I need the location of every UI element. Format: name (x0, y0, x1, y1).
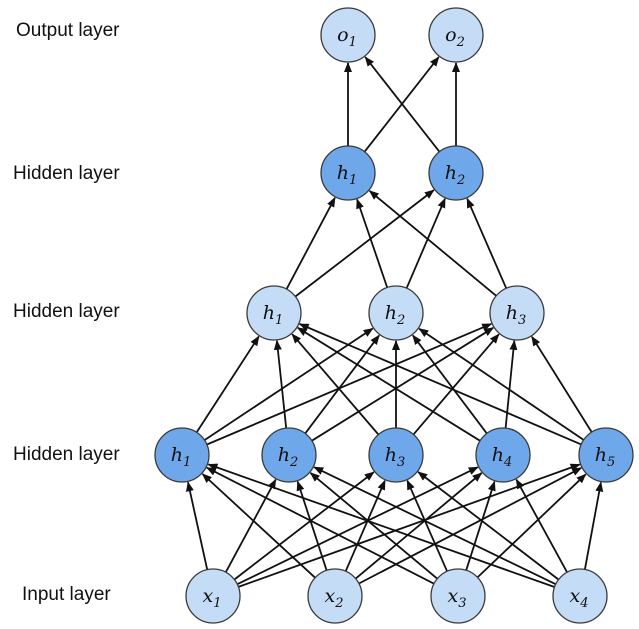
edge-hidden_bottom-2-to-hidden_middle-3 (311, 327, 495, 442)
node-circle (154, 427, 210, 483)
edge-hidden_bottom-3-to-hidden_middle-1 (291, 333, 380, 436)
edge-hidden_middle-2-to-hidden_top-1 (356, 198, 389, 288)
node-circle (428, 145, 484, 201)
edge-input-1-to-hidden_bottom-2 (225, 478, 277, 573)
node-label: h5 (595, 444, 616, 470)
node-circle (307, 568, 363, 624)
node-hidden_top-1: h1 (320, 145, 376, 201)
edge-input-2-to-hidden_bottom-2 (296, 480, 328, 571)
node-label: h2 (445, 162, 466, 188)
edge-input-4-to-hidden_bottom-1 (207, 463, 555, 588)
edge-hidden_bottom-5-to-hidden_middle-3 (531, 335, 593, 433)
edge-input-3-to-hidden_bottom-2 (309, 472, 438, 580)
output-layer-label: Output layer (16, 20, 120, 41)
edge-input-4-to-hidden_bottom-4 (515, 478, 568, 573)
node-hidden_middle-1: h1 (246, 285, 302, 341)
node-label: x1 (203, 585, 222, 611)
node-label: h3 (506, 302, 527, 328)
node-label: o1 (337, 24, 357, 50)
node-label: x4 (570, 585, 589, 611)
edge-input-2-to-hidden_bottom-5 (358, 467, 583, 585)
edge-input-1-to-hidden_bottom-1 (186, 481, 209, 570)
edge-input-2-to-hidden_bottom-4 (355, 472, 483, 580)
edge-input-4-to-hidden_bottom-5 (584, 481, 604, 570)
node-circle (368, 427, 424, 483)
edge-hidden_bottom-1-to-hidden_middle-2 (204, 327, 374, 441)
edge-input-3-to-hidden_bottom-5 (476, 473, 587, 579)
node-label: x2 (325, 585, 344, 611)
node-hidden_top-2: h2 (428, 145, 484, 201)
edge-input-3-to-hidden_bottom-1 (206, 466, 435, 585)
edge-hidden_bottom-3-to-hidden_middle-3 (412, 333, 500, 435)
node-hidden_bottom-2: h2 (261, 427, 317, 483)
node-hidden_bottom-3: h3 (368, 427, 424, 483)
node-circle (320, 145, 376, 201)
edge-input-2-to-hidden_bottom-3 (344, 479, 386, 572)
edge-hidden_middle-1-to-hidden_top-2 (294, 189, 435, 298)
node-label: h1 (263, 302, 284, 328)
edge-input-4-to-hidden_bottom-2 (313, 466, 557, 586)
edge-hidden_bottom-5-to-hidden_middle-2 (418, 327, 585, 441)
node-label: h4 (492, 444, 513, 470)
edge-hidden_bottom-5-to-hidden_middle-1 (298, 323, 582, 446)
node-circle (552, 568, 608, 624)
node-hidden_bottom-5: h5 (578, 427, 634, 483)
node-input-4: x4 (552, 568, 608, 624)
node-label: h1 (337, 162, 358, 188)
node-label: h2 (278, 444, 299, 470)
node-label: h3 (385, 444, 406, 470)
edge-hidden_bottom-4-to-hidden_middle-2 (412, 334, 488, 434)
node-output-2: o2 (428, 7, 484, 63)
node-circle (246, 285, 302, 341)
node-circle (489, 285, 545, 341)
node-hidden_bottom-4: h4 (475, 427, 531, 483)
edge-input-3-to-hidden_bottom-4 (465, 480, 496, 571)
node-circle (320, 7, 376, 63)
hidden-layer-top-label: Hidden layer (13, 163, 120, 184)
node-circle (475, 427, 531, 483)
node-input-2: x2 (307, 568, 363, 624)
edge-hidden_bottom-2-to-hidden_middle-2 (304, 334, 380, 434)
node-circle (185, 568, 241, 624)
edge-input-1-to-hidden_bottom-3 (233, 471, 375, 581)
edge-hidden_bottom-1-to-hidden_middle-3 (206, 323, 493, 446)
edges-group (186, 56, 604, 588)
edge-input-4-to-hidden_bottom-3 (417, 471, 560, 581)
node-label: o2 (445, 24, 465, 50)
node-circle (368, 285, 424, 341)
node-input-1: x1 (185, 568, 241, 624)
input-layer-label: Input layer (22, 584, 111, 605)
node-circle (261, 427, 317, 483)
node-label: h2 (385, 302, 406, 328)
edge-hidden_middle-3-to-hidden_top-2 (466, 197, 508, 289)
edge-hidden_middle-3-to-hidden_top-1 (368, 190, 497, 297)
edge-hidden_middle-1-to-hidden_top-1 (285, 196, 336, 290)
edge-input-2-to-hidden_bottom-1 (201, 473, 316, 579)
edge-input-3-to-hidden_bottom-3 (406, 479, 448, 572)
node-input-3: x3 (430, 568, 486, 624)
node-hidden_bottom-1: h1 (154, 427, 210, 483)
node-label: x3 (448, 585, 467, 611)
edge-hidden_bottom-4-to-hidden_middle-1 (296, 327, 481, 442)
node-circle (578, 427, 634, 483)
nodes-group: x1 x2 x3 x4 h1 h2 h3 h4 h5 h1 h2 h3 h1 h2 o1 o2 (154, 7, 634, 624)
edge-hidden_bottom-1-to-hidden_middle-1 (195, 335, 260, 433)
node-output-1: o1 (320, 7, 376, 63)
edge-hidden_middle-2-to-hidden_top-2 (405, 197, 446, 289)
edge-hidden_top-2-to-output-1 (364, 56, 441, 153)
edge-hidden_bottom-2-to-hidden_middle-1 (273, 339, 288, 429)
node-hidden_middle-3: h3 (489, 285, 545, 341)
node-hidden_middle-2: h2 (368, 285, 424, 341)
hidden-layer-middle-label: Hidden layer (13, 301, 120, 322)
node-circle (428, 7, 484, 63)
node-circle (430, 568, 486, 624)
node-label: h1 (171, 444, 192, 470)
hidden-layer-bottom-label: Hidden layer (13, 444, 120, 465)
